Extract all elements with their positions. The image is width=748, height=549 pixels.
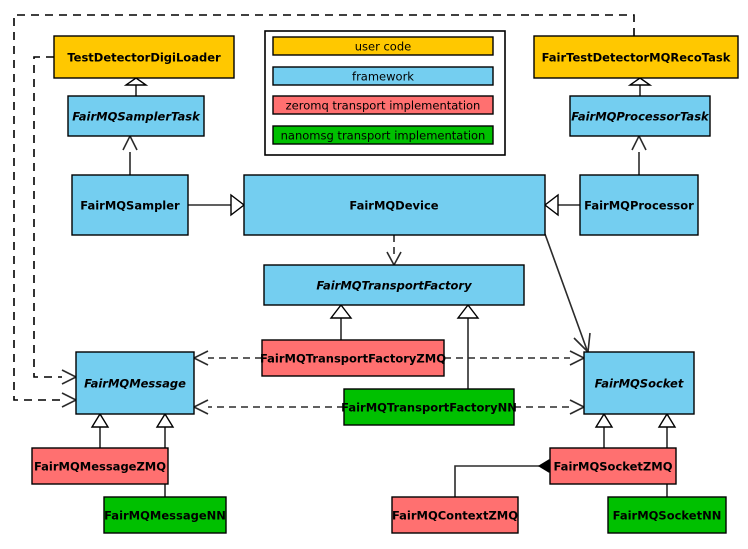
arrowhead-tfnn-message (192, 399, 209, 415)
node-label-fairmqmessagezmq: FairMQMessageZMQ (34, 460, 166, 474)
node-fairmqsampler[interactable]: FairMQSampler (71, 174, 189, 236)
legend-swatch-nanomsg (272, 125, 494, 145)
node-label-fairmqtransportfactorynn: FairMQTransportFactoryNN (341, 401, 517, 415)
arrowhead-generalization-processortask-top (627, 77, 653, 86)
node-label-fairmqsampler: FairMQSampler (80, 199, 180, 213)
node-label-fairmqsocketnn: FairMQSocketNN (613, 509, 722, 523)
node-fairmqcontextzmq[interactable]: FairMQContextZMQ (391, 496, 519, 534)
legend-swatch-user-code (272, 36, 494, 56)
node-label-fairmqmessage: FairMQMessage (84, 377, 186, 391)
node-fairmqmessagezmq[interactable]: FairMQMessageZMQ (31, 447, 169, 485)
legend-item-framework: framework (272, 66, 494, 86)
node-fairmqdevice[interactable]: FairMQDevice (243, 174, 546, 236)
node-label-fairmqdevice: FairMQDevice (349, 199, 438, 213)
node-fairmqsocketzmq[interactable]: FairMQSocketZMQ (549, 447, 677, 485)
arrowhead-recotask-to-message (61, 392, 78, 408)
node-label-fairmqprocessortask: FairMQProcessorTask (571, 110, 710, 124)
node-label-fairtestdetectormqrecotask: FairTestDetectorMQRecoTask (542, 51, 731, 65)
node-fairmqtransportfactoryzmq[interactable]: FairMQTransportFactoryZMQ (260, 339, 446, 377)
arrowhead-generalization-device-right (543, 193, 559, 217)
node-label-testdetectordigiloader: TestDetectorDigiLoader (67, 51, 221, 65)
node-fairtestdetectormqrecotask[interactable]: FairTestDetectorMQRecoTask (533, 35, 739, 79)
dependency-route-recotask-to-message (13, 14, 635, 401)
arrowhead-generalization-device-left (230, 193, 246, 217)
legend-label-zeromq: zeromq transport implementation (286, 99, 481, 113)
node-label-fairmqtransportfactory: FairMQTransportFactory (316, 279, 472, 293)
node-testdetectordigiloader[interactable]: TestDetectorDigiLoader (53, 35, 235, 79)
dependency-route-digiloader-to-message (33, 56, 62, 378)
arrowhead-generalization-message-left (90, 412, 110, 428)
arrowhead-generalization-socket-left (594, 412, 614, 428)
node-fairmqtransportfactorynn[interactable]: FairMQTransportFactoryNN (341, 388, 517, 426)
arrowhead-generalization-tf-right (456, 303, 480, 319)
node-fairmqmessagenn[interactable]: FairMQMessageNN (103, 496, 227, 534)
arrowhead-generalization-samplertask-top (123, 77, 149, 86)
node-fairmqprocessortask[interactable]: FairMQProcessorTask (569, 95, 711, 137)
legend-label-nanomsg: nanomsg transport implementation (281, 129, 486, 143)
edge-contextzmq-socketzmq (454, 465, 539, 497)
arrowhead-tfzmq-socket (569, 350, 586, 366)
node-fairmqsocket[interactable]: FairMQSocket (583, 351, 695, 415)
node-label-fairmqcontextzmq: FairMQContextZMQ (392, 509, 518, 523)
legend-item-zeromq: zeromq transport implementation (272, 95, 494, 115)
arrowhead-sampler-samplertask (122, 134, 138, 151)
node-fairmqsocketnn[interactable]: FairMQSocketNN (607, 496, 727, 534)
node-label-fairmqsocketzmq: FairMQSocketZMQ (554, 460, 673, 474)
node-fairmqprocessor[interactable]: FairMQProcessor (579, 174, 699, 236)
node-label-fairmqtransportfactoryzmq: FairMQTransportFactoryZMQ (260, 352, 446, 366)
node-fairmqtransportfactory[interactable]: FairMQTransportFactory (263, 264, 525, 306)
arrowhead-tfzmq-message (192, 350, 209, 366)
legend-label-framework: framework (352, 70, 414, 84)
legend-item-nanomsg: nanomsg transport implementation (272, 125, 494, 145)
arrowhead-tfnn-socket (569, 399, 586, 415)
arrowhead-generalization-tf-left (329, 303, 353, 319)
node-label-fairmqmessagenn: FairMQMessageNN (104, 509, 226, 523)
arrowhead-digiloader-to-message (61, 369, 78, 385)
edge-device-socket (544, 233, 588, 351)
legend-item-user-code: user code (272, 36, 494, 56)
node-label-fairmqsamplertask: FairMQSamplerTask (72, 110, 201, 124)
legend-swatch-framework (272, 66, 494, 86)
arrowhead-generalization-message-right (155, 412, 175, 428)
legend-swatch-zeromq (272, 95, 494, 115)
node-label-fairmqsocket: FairMQSocket (595, 377, 684, 391)
legend-label-user-code: user code (355, 40, 411, 54)
arrowhead-generalization-socket-right (657, 412, 677, 428)
node-fairmqsamplertask[interactable]: FairMQSamplerTask (67, 95, 205, 137)
node-fairmqmessage[interactable]: FairMQMessage (75, 351, 195, 415)
node-label-fairmqprocessor: FairMQProcessor (584, 199, 694, 213)
arrowhead-processor-processortask (631, 134, 647, 151)
